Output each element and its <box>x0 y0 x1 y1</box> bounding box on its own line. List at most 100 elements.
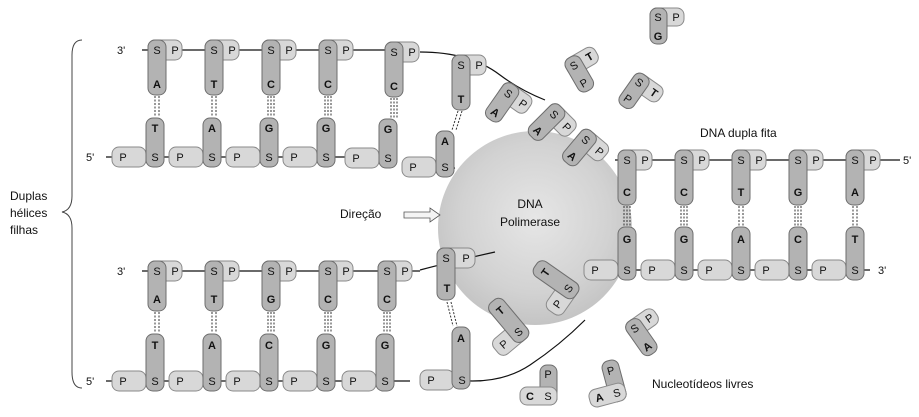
dna-polymerase: DNA Polimerase <box>438 131 632 325</box>
base-letter: T <box>444 283 451 295</box>
phosphate-symbol: P <box>285 45 292 57</box>
phosphate-symbol: P <box>409 162 416 174</box>
direction-label: Direção <box>340 207 382 221</box>
lower-template-nucleotide: P S A <box>419 326 471 391</box>
upper-template-nucleotide: S P C <box>318 39 354 96</box>
parent-top-nucleotide: S P G <box>788 149 824 206</box>
base-letter: G <box>267 294 276 306</box>
polymerase-label-line1: DNA <box>517 197 542 211</box>
sugar-symbol: S <box>208 376 215 388</box>
sugar-symbol: S <box>851 155 858 167</box>
upper-template-nucleotide: S P C <box>261 39 297 96</box>
phosphate-symbol: P <box>171 266 178 278</box>
daughter-helices-label-line2: hélices <box>10 206 47 220</box>
phosphate-symbol: P <box>819 265 826 277</box>
free-nucleotide: P A S <box>588 359 627 408</box>
upper-new-nucleotide: P S T <box>111 117 165 168</box>
phosphate-symbol: P <box>762 265 769 277</box>
base-letter: G <box>384 124 393 136</box>
sugar-symbol: S <box>623 155 630 167</box>
lower-template-backbone-curve <box>454 319 586 382</box>
lower-template-nucleotide: P S T <box>532 260 580 316</box>
parent-bottom-nucleotide: P S T <box>811 226 865 281</box>
upper-daughter-helix: 3' 5' S P A S P T S P C S P <box>86 39 610 178</box>
upper-new-nucleotide: P S G <box>344 118 398 169</box>
base-letter: G <box>265 123 274 135</box>
sugar-symbol: S <box>654 12 661 24</box>
phosphate-symbol: P <box>290 376 297 388</box>
phosphate-symbol: P <box>591 265 598 277</box>
sugar-symbol: S <box>324 45 331 57</box>
sugar-symbol: S <box>265 152 272 164</box>
phosphate-symbol: P <box>705 265 712 277</box>
phosphate-symbol: P <box>228 45 235 57</box>
free-nucleotide: P C S <box>519 364 558 406</box>
sugar-symbol: S <box>322 152 329 164</box>
sugar-symbol: S <box>267 45 274 57</box>
lower-template-nucleotide: P S G <box>341 333 395 392</box>
lower-new-nucleotide: S P A <box>147 260 183 312</box>
sugar-symbol: S <box>153 45 160 57</box>
phosphate-symbol: P <box>228 266 235 278</box>
phosphate-symbol: P <box>171 45 178 57</box>
lower-template-nucleotide: P S G <box>282 333 336 392</box>
phosphate-symbol: P <box>462 253 469 265</box>
lower-new-nucleotide: S P T <box>204 260 240 312</box>
sugar-symbol: S <box>458 375 465 387</box>
upper-new-5prime: 5' <box>86 152 94 164</box>
sugar-symbol: S <box>324 266 331 278</box>
parent-bottom-nucleotide: P S G <box>640 226 694 281</box>
base-letter: T <box>738 187 745 199</box>
base-letter: T <box>211 294 218 306</box>
phosphate-symbol: P <box>812 155 819 167</box>
base-letter: T <box>852 234 859 246</box>
lower-new-nucleotide: S P T <box>436 247 476 301</box>
sugar-symbol: S <box>442 253 449 265</box>
sugar-symbol: S <box>265 376 272 388</box>
sugar-symbol: S <box>151 152 158 164</box>
lower-template-nucleotide: P S C <box>225 333 279 392</box>
daughter-helices-label-line1: Duplas <box>10 189 47 203</box>
lower-new-nucleotide: S P C <box>377 260 413 312</box>
base-letter: A <box>208 123 216 135</box>
phosphate-symbol: P <box>342 266 349 278</box>
phosphate-symbol: P <box>290 152 297 164</box>
upper-hydrogen-bonds <box>154 96 463 131</box>
free-nucleotide: S P A <box>625 308 659 357</box>
base-letter: T <box>458 94 465 106</box>
sugar-symbol: S <box>210 45 217 57</box>
parent-double-strand: 5' 3' S P C S P C S P T S P <box>583 149 911 281</box>
lower-template-nucleotide: P S A <box>168 333 222 392</box>
base-letter: A <box>153 79 161 91</box>
phosphate-symbol: P <box>698 155 705 167</box>
phosphate-symbol: P <box>408 47 415 59</box>
phosphate-symbol: P <box>755 155 762 167</box>
phosphate-symbol: P <box>342 45 349 57</box>
base-letter: A <box>594 391 605 405</box>
base-letter: C <box>680 187 688 199</box>
upper-new-nucleotide: P S G <box>282 117 336 168</box>
base-letter: A <box>208 340 216 352</box>
upper-new-nucleotide: P S G <box>225 117 279 168</box>
phosphate-symbol: P <box>648 265 655 277</box>
lower-template-nucleotide: P S T <box>111 333 165 392</box>
base-letter: G <box>322 340 331 352</box>
phosphate-symbol: P <box>176 376 183 388</box>
sugar-symbol: S <box>737 155 744 167</box>
sugar-symbol: S <box>441 162 448 174</box>
free-nucleotides-label: Nucleotídeos livres <box>652 377 753 391</box>
direction-indicator: Direção <box>340 207 441 223</box>
free-nucleotide: S T P <box>618 72 664 110</box>
sugar-symbol: S <box>151 376 158 388</box>
upper-template-nucleotide: S P A <box>147 39 183 96</box>
lower-daughter-helix: 3' 5' S P A S P T S P G S P <box>86 247 580 392</box>
lower-template-nucleotide: P S T <box>488 297 530 356</box>
base-letter: C <box>390 81 398 93</box>
daughter-helices-brace: Duplas hélices filhas <box>10 39 83 389</box>
phosphate-symbol: P <box>606 365 616 378</box>
phosphate-symbol: P <box>233 152 240 164</box>
sugar-symbol: S <box>267 266 274 278</box>
base-letter: G <box>794 187 803 199</box>
base-letter: T <box>152 123 159 135</box>
